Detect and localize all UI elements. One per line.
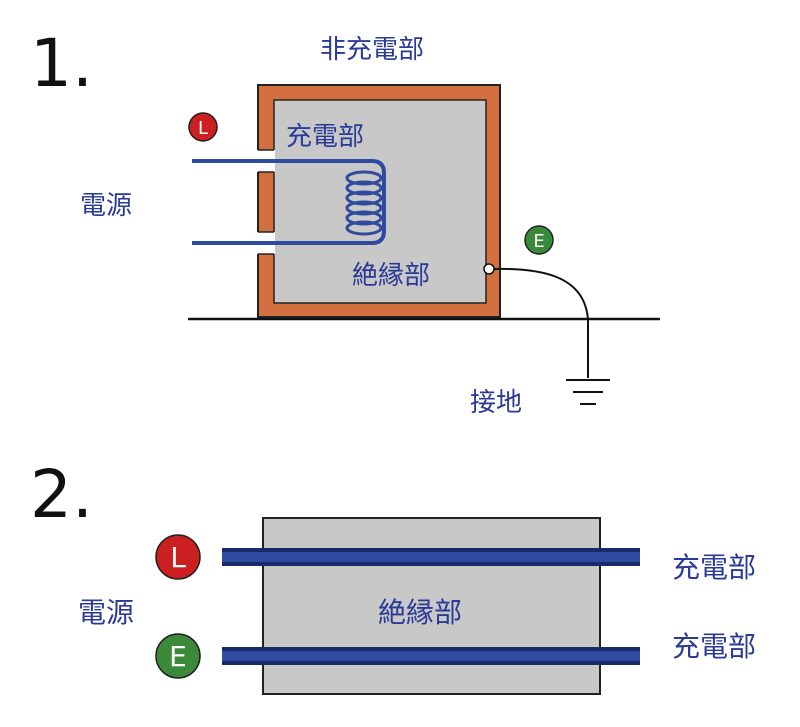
svg-text:E: E xyxy=(169,640,187,673)
casing-gap-edges xyxy=(258,149,274,255)
conductor-bottom xyxy=(222,647,640,665)
ground-terminal xyxy=(483,263,495,275)
ground-label: 接地 xyxy=(470,388,522,418)
insulation-block-label: 絶縁部 xyxy=(378,596,462,629)
charged-part-label-top: 充電部 xyxy=(672,551,756,584)
power-wire xyxy=(192,159,386,245)
svg-text:E: E xyxy=(533,231,544,252)
l-badge: L xyxy=(188,112,218,142)
svg-text:L: L xyxy=(198,118,208,139)
conductor-top xyxy=(222,548,640,566)
coil xyxy=(345,170,383,236)
l-badge-2: L xyxy=(155,534,201,580)
e-badge: E xyxy=(524,225,554,255)
charged-part-label-bottom: 充電部 xyxy=(672,630,756,663)
diagram2-number: 2. xyxy=(30,456,93,533)
non-charged-part-label: 非充電部 xyxy=(320,35,424,65)
insulation-part-label: 絶縁部 xyxy=(352,261,430,291)
ground-wire xyxy=(493,267,589,378)
power-source-label-2: 電源 xyxy=(78,596,134,629)
diagram1-number: 1. xyxy=(30,25,93,102)
power-source-label: 電源 xyxy=(80,191,132,221)
charged-part-label: 充電部 xyxy=(286,122,364,152)
ground-symbol xyxy=(566,379,610,405)
e-badge-2: E xyxy=(155,633,201,679)
svg-text:L: L xyxy=(170,541,186,574)
